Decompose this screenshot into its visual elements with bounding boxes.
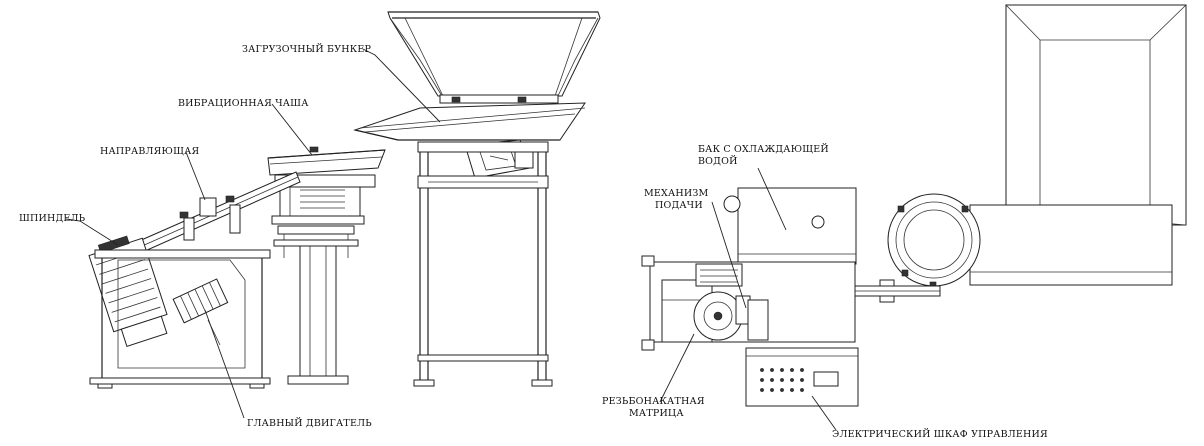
bowl-base-plan bbox=[969, 204, 1173, 286]
side-view bbox=[65, 11, 601, 419]
spindle-label: ШПИНДЕЛЬ bbox=[19, 213, 86, 224]
hopper-platform bbox=[353, 102, 586, 141]
control-cabinet-plan bbox=[745, 347, 859, 407]
hopper-leader bbox=[362, 48, 441, 123]
cabinet-leader bbox=[811, 395, 837, 431]
die-leader bbox=[659, 333, 695, 403]
bowl-pedestal bbox=[273, 225, 359, 385]
guide-label: НАПРАВЛЯЮЩАЯ bbox=[100, 146, 200, 157]
main-motor-label: ГЛАВНЫЙ ДВИГАТЕЛЬ bbox=[247, 418, 372, 429]
spindle-leader bbox=[65, 218, 119, 246]
cabinet-buttons bbox=[760, 368, 804, 392]
main-motor bbox=[172, 278, 229, 324]
die-label-line1: РЕЗЬБОНАКАТНАЯ bbox=[602, 396, 705, 407]
coolant-tank-plan bbox=[723, 187, 857, 265]
cabinet-label: ЭЛЕКТРИЧЕСКИЙ ШКАФ УПРАВЛЕНИЯ bbox=[832, 429, 1048, 440]
feed-leader bbox=[711, 201, 747, 309]
motor-leader bbox=[204, 309, 245, 419]
tank-label-line2: ВОДОЙ bbox=[698, 156, 738, 167]
die-label-line2: МАТРИЦА bbox=[629, 408, 684, 419]
bowl-plan bbox=[887, 193, 981, 289]
hopper-label: ЗАГРУЗОЧНЫЙ БУНКЕР bbox=[242, 44, 372, 55]
feed-label-line2: ПОДАЧИ bbox=[655, 200, 703, 211]
plan-view bbox=[641, 4, 1187, 431]
guide-leader bbox=[185, 151, 206, 201]
rolling-die-plan bbox=[693, 291, 769, 341]
guide-rail bbox=[129, 171, 301, 256]
machine-base bbox=[89, 249, 271, 389]
tank-label-line1: БАК С ОХЛАЖДАЮЩЕЙ bbox=[698, 144, 829, 155]
hopper-plan bbox=[1005, 4, 1187, 226]
spindle-head bbox=[88, 235, 168, 347]
feed-label-line1: МЕХАНИЗМ bbox=[644, 188, 709, 199]
hopper-body bbox=[387, 11, 601, 104]
tank-leader bbox=[757, 167, 787, 231]
hopper-stand bbox=[413, 141, 553, 387]
vibration-bowl bbox=[267, 146, 386, 225]
vibration-bowl-label: ВИБРАЦИОННАЯ ЧАША bbox=[178, 98, 309, 109]
bowl-leader bbox=[271, 103, 313, 156]
